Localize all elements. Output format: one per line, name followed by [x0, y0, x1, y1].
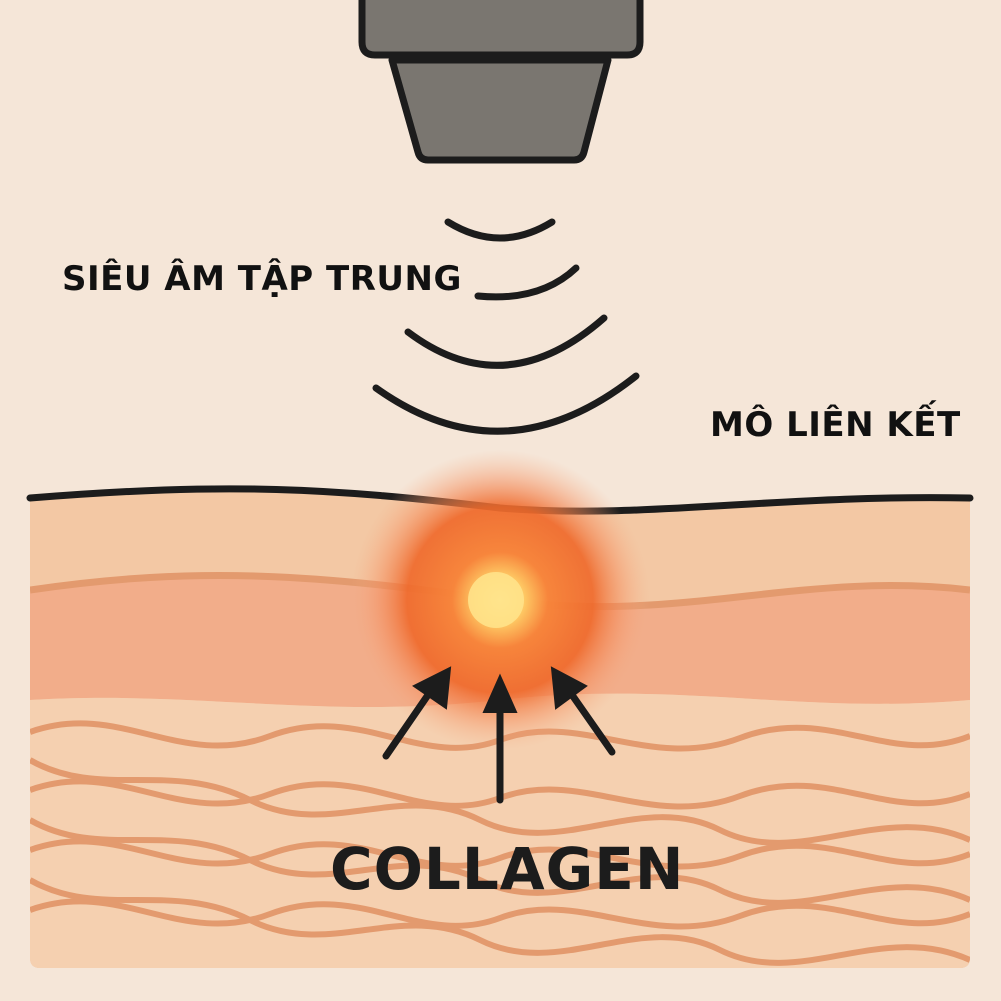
- skin-deep-tissue: [30, 693, 970, 968]
- arrow-left: [382, 666, 452, 760]
- ultrasound-transducer-icon: [358, 0, 644, 164]
- arrow-center: [482, 673, 518, 804]
- arrow-up-icon: [382, 666, 616, 804]
- sound-wave-1: [444, 218, 556, 242]
- sound-wave-2: [474, 264, 580, 301]
- collagen-label: COLLAGEN: [330, 835, 685, 903]
- focused-ultrasound-label: SIÊU ÂM TẬP TRUNG: [62, 259, 462, 299]
- sound-wave-4: [372, 372, 640, 435]
- arrow-right: [550, 666, 616, 756]
- sound-wave-3: [404, 314, 608, 369]
- connective-tissue-label: MÔ LIÊN KẾT: [710, 405, 961, 445]
- sound-wave-icon: [372, 218, 640, 435]
- heat-focus-icon: [350, 450, 650, 750]
